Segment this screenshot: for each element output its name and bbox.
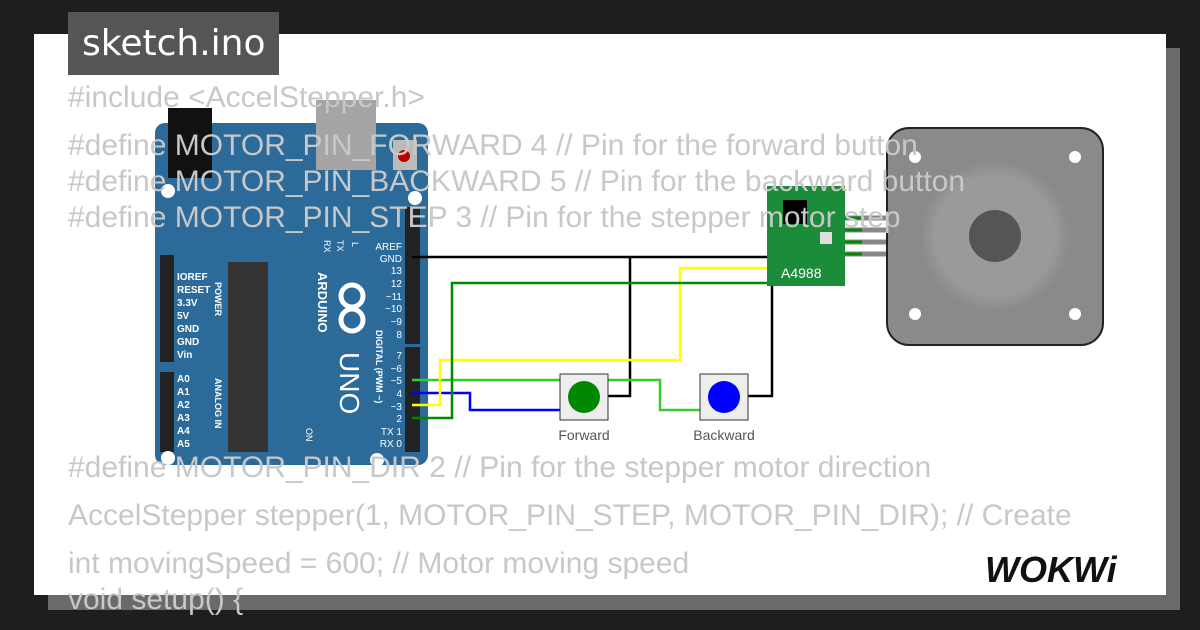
digital-header-top (405, 207, 420, 344)
file-title: sketch.ino (68, 12, 280, 75)
pin-label: 3.3V (177, 298, 198, 309)
motor-wires (845, 216, 862, 256)
pin-label: TX 1 (381, 427, 403, 438)
pin-label: GND (177, 337, 199, 348)
wire-pin3-step[interactable] (412, 266, 772, 407)
digital-label: DIGITAL (PWM ~) (374, 330, 384, 403)
digital-header-bottom (405, 347, 420, 452)
arduino-uno[interactable]: IOREF RESET 3.3V 5V GND GND Vin A0 A1 A2… (155, 100, 428, 467)
power-header (160, 255, 174, 362)
wokwi-logo: WOKWi (985, 549, 1118, 590)
tx-label: TX (335, 240, 345, 252)
code-line: #define MOTOR_PIN_DIR 2 // Pin for the s… (68, 451, 932, 484)
on-label: ON (304, 428, 314, 442)
pin-label: ~5 (391, 376, 403, 387)
pin-label: 13 (391, 266, 403, 277)
wire-pin5-backward[interactable] (412, 378, 700, 412)
arduino-logo-icon (338, 282, 366, 334)
pin-label: IOREF (177, 272, 208, 283)
driver-label: A4988 (781, 265, 822, 281)
brand-label: ARDUINO (315, 272, 330, 333)
backward-button[interactable]: Backward (693, 373, 755, 443)
wire-gnd[interactable] (412, 245, 774, 259)
code-line: #define MOTOR_PIN_BACKWARD 5 // Pin for … (68, 165, 966, 198)
pin-label: RESET (177, 285, 210, 296)
pin-label: 5V (177, 311, 190, 322)
wire-pin2-dir[interactable] (412, 281, 772, 420)
pin-label: A0 (177, 374, 190, 385)
pin-label: A3 (177, 413, 190, 424)
stepper-motor[interactable] (886, 127, 1104, 346)
a4988-driver[interactable]: A4988 (767, 186, 845, 286)
driver-pot (820, 232, 832, 244)
pin-label: Vin (177, 350, 192, 361)
l-label: L (350, 242, 360, 247)
rx-label: RX (322, 240, 332, 253)
wire-gnd-backward[interactable] (748, 257, 774, 398)
pin-label: ~3 (391, 402, 403, 413)
wire-pin4-forward[interactable] (412, 391, 560, 412)
wire-gnd-forward[interactable] (608, 257, 632, 398)
forward-button[interactable]: Forward (558, 373, 610, 443)
analog-header (160, 372, 174, 452)
analog-label: ANALOG IN (213, 378, 223, 429)
pin-label: ~11 (386, 292, 403, 303)
pin-label: 7 (396, 351, 402, 362)
model-label: UNO (334, 352, 365, 414)
power-label: POWER (213, 282, 223, 317)
forward-button-label: Forward (558, 427, 609, 443)
mount-hole (161, 451, 175, 465)
driver-chip (783, 200, 807, 224)
pin-label: A4 (177, 426, 190, 437)
backward-button-label: Backward (693, 427, 754, 443)
pin-label: ~9 (391, 317, 403, 328)
code-line: #define MOTOR_PIN_FORWARD 4 // Pin for t… (68, 129, 918, 162)
chip (228, 262, 268, 452)
mount-hole (408, 191, 422, 205)
usb-port (316, 100, 376, 170)
mount-hole (161, 184, 175, 198)
pin-label: GND (380, 254, 402, 265)
pin-label: 2 (396, 414, 402, 425)
pin-label: RX 0 (380, 439, 403, 450)
code-line: #include <AccelStepper.h> (68, 81, 425, 114)
pin-label: ~10 (385, 304, 402, 315)
code-line: int movingSpeed = 600; // Motor moving s… (68, 547, 690, 580)
power-jack (168, 108, 212, 178)
code-line: void setup() { (68, 583, 244, 616)
pin-label: ~6 (391, 364, 403, 375)
pin-label: 8 (396, 330, 402, 341)
pin-label: A2 (177, 400, 190, 411)
pin-label: GND (177, 324, 199, 335)
pin-label: A5 (177, 439, 190, 450)
reset-button-cap (398, 150, 410, 162)
pin-label: A1 (177, 387, 190, 398)
code-line: #define MOTOR_PIN_STEP 3 // Pin for the … (68, 201, 901, 234)
code-line: AccelStepper stepper(1, MOTOR_PIN_STEP, … (68, 499, 1072, 532)
pin-label: 4 (396, 389, 402, 400)
mount-hole (370, 453, 384, 467)
pin-label: 12 (391, 279, 403, 290)
pin-label: AREF (375, 242, 402, 253)
